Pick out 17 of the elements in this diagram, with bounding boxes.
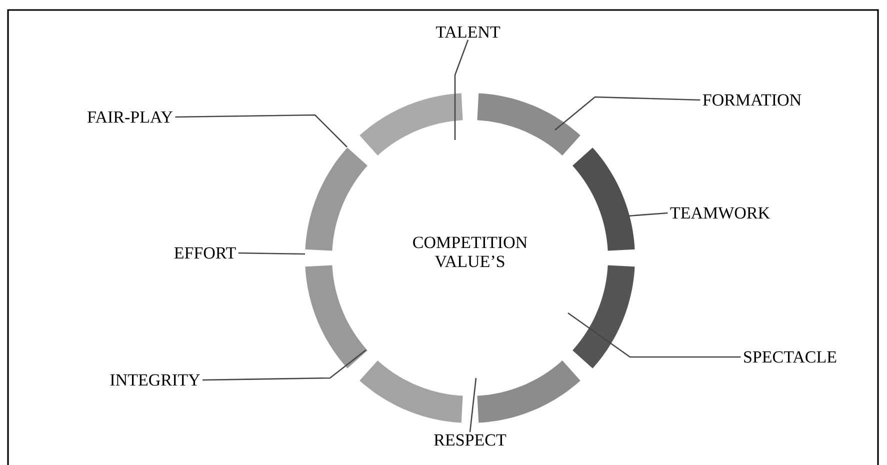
leader-line: [175, 114, 348, 148]
value-label: EFFORT: [174, 247, 236, 259]
leader-line: [554, 96, 700, 130]
leader-line: [469, 378, 477, 432]
value-label: INTEGRITY: [110, 374, 200, 386]
value-label: TEAMWORK: [670, 207, 770, 219]
center-title: COMPETITION VALUE’S: [413, 236, 528, 268]
value-label: SPECTACLE: [744, 351, 836, 363]
value-label: FORMATION: [702, 94, 802, 106]
leader-line: [568, 312, 741, 358]
value-label: RESPECT: [434, 434, 506, 446]
leader-line: [238, 252, 306, 255]
leader-line: [628, 212, 668, 217]
value-label: TALENT: [436, 26, 500, 38]
leader-line: [454, 40, 469, 140]
value-label: FAIR-PLAY: [88, 111, 173, 123]
leader-line: [202, 349, 366, 381]
